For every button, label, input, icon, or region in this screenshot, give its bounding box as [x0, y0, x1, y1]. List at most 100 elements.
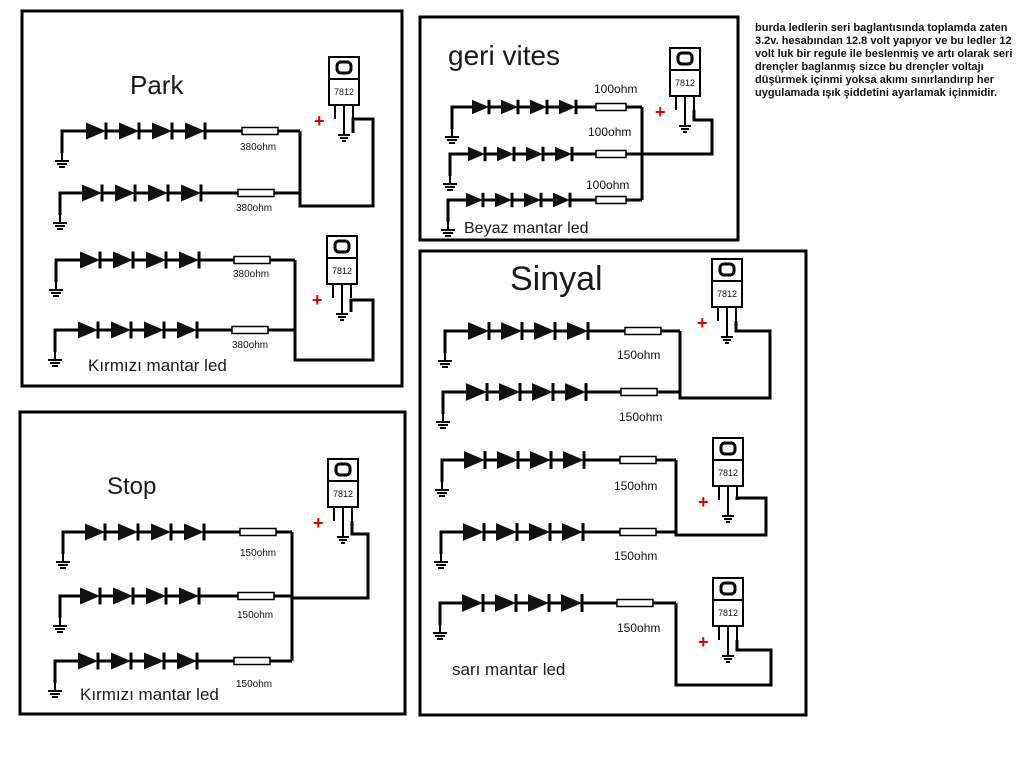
led-diode	[151, 523, 173, 541]
ground-symbol	[49, 282, 63, 297]
geri-vites-caption: Beyaz mantar led	[464, 220, 589, 237]
resistor-value-label: 150ohm	[619, 410, 662, 424]
plus-sign: +	[698, 632, 709, 652]
wire	[60, 129, 86, 153]
resistor	[619, 455, 657, 465]
led-diode	[78, 321, 100, 339]
led-triangle	[80, 587, 100, 605]
led-triangle	[146, 587, 166, 605]
led-diode	[464, 451, 487, 469]
led-diode	[567, 322, 590, 340]
led-diode	[499, 383, 522, 401]
led-triangle	[530, 451, 551, 469]
led-row: 100ohm	[445, 82, 642, 144]
led-diode	[532, 383, 555, 401]
led-diode	[144, 652, 166, 670]
led-triangle	[495, 192, 512, 208]
led-diode	[146, 587, 168, 605]
resistor	[595, 149, 627, 159]
resistor-value-label: 150ohm	[237, 610, 273, 621]
led-diode	[179, 587, 201, 605]
wire	[441, 390, 466, 414]
led-triangle	[567, 322, 588, 340]
regulator-hole	[676, 51, 694, 66]
regulator-label: 7812	[717, 289, 737, 299]
led-triangle	[528, 594, 549, 612]
led-diode	[152, 122, 174, 140]
led-row: 100ohm	[443, 125, 642, 191]
led-triangle	[501, 322, 522, 340]
led-row: 380ohm	[49, 251, 295, 297]
ground-symbol	[436, 414, 450, 429]
resistor-value-label: 380ohm	[233, 269, 269, 280]
ground-symbol	[433, 625, 447, 640]
led-diode	[529, 523, 552, 541]
ground-symbol	[53, 618, 67, 633]
regulator-label: 7812	[675, 78, 695, 88]
led-triangle	[179, 587, 199, 605]
led-triangle	[113, 587, 133, 605]
led-diode	[463, 523, 486, 541]
sinyal-panel	[418, 249, 808, 717]
stop-caption: Kırmızı mantar led	[80, 685, 219, 704]
led-triangle	[499, 383, 520, 401]
led-diode	[466, 383, 489, 401]
led-diode	[146, 251, 168, 269]
regulator-tab	[712, 577, 744, 601]
regulator-7812: 7812+	[697, 258, 743, 344]
led-triangle	[565, 383, 586, 401]
wire	[439, 530, 463, 554]
led-diode	[179, 251, 201, 269]
sinyal-title: Sinyal	[510, 260, 603, 298]
resistor	[595, 195, 627, 205]
resistor-value-label: 380ohm	[240, 142, 276, 153]
regulator-label: 7812	[334, 87, 354, 97]
resistor-value-label: 150ohm	[614, 549, 657, 563]
regulator-hole	[335, 60, 353, 75]
wire	[54, 258, 80, 282]
led-row: 150ohm	[434, 523, 676, 569]
resistor-value-label: 100ohm	[588, 125, 631, 139]
led-triangle	[185, 122, 205, 140]
resistor	[616, 598, 654, 608]
led-triangle	[113, 251, 133, 269]
led-triangle	[82, 184, 102, 202]
led-triangle	[534, 322, 555, 340]
led-triangle	[561, 594, 582, 612]
resistor	[231, 325, 269, 335]
circuit-drawing: 380ohm380ohm380ohm380ohm7812+7812+150ohm…	[48, 47, 773, 698]
led-diode	[530, 99, 549, 115]
led-diode	[85, 523, 107, 541]
led-diode	[111, 321, 133, 339]
led-triangle	[181, 184, 201, 202]
ground-symbol	[441, 222, 455, 237]
regulator-hole	[719, 581, 737, 596]
ground-symbol	[435, 482, 449, 497]
led-diode	[466, 192, 485, 208]
regulator-7812: 7812+	[698, 437, 744, 523]
resistor	[241, 126, 279, 136]
wire	[61, 530, 85, 554]
led-diode	[495, 192, 514, 208]
ground-symbol	[56, 554, 70, 569]
led-triangle	[496, 523, 517, 541]
led-triangle	[532, 383, 553, 401]
wire	[53, 328, 78, 352]
led-diode	[497, 146, 516, 162]
led-triangle	[86, 122, 106, 140]
led-triangle	[148, 184, 168, 202]
regulator-label: 7812	[718, 608, 738, 618]
led-diode	[184, 523, 206, 541]
plus-sign: +	[312, 290, 323, 310]
led-diode	[501, 99, 520, 115]
led-diode	[561, 594, 584, 612]
led-diode	[565, 383, 588, 401]
led-diode	[113, 251, 135, 269]
ground-symbol	[48, 352, 62, 367]
led-triangle	[466, 192, 483, 208]
resistor	[237, 188, 275, 198]
led-diode	[462, 594, 485, 612]
regulator-tab	[712, 437, 744, 461]
led-triangle	[78, 652, 98, 670]
ground-symbol	[434, 554, 448, 569]
